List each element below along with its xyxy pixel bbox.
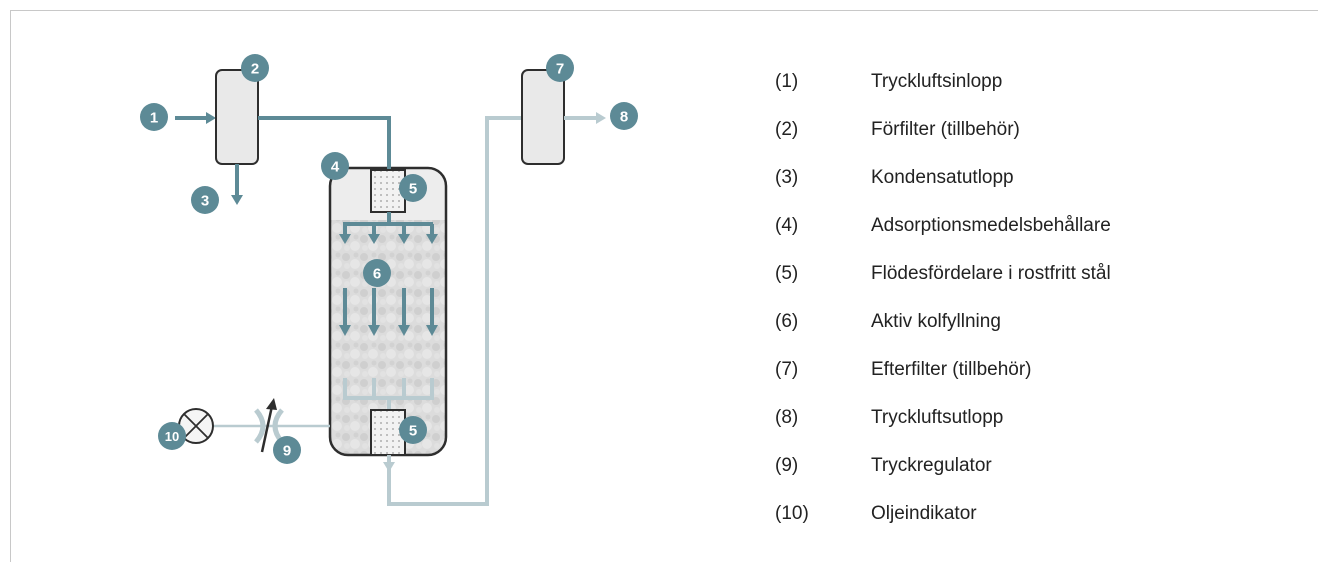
legend-item-label: Tryckluftsutlopp bbox=[871, 407, 1004, 428]
collector-manifold bbox=[343, 378, 434, 410]
legend-item-number: (5) bbox=[775, 263, 799, 284]
legend-item-number: (7) bbox=[775, 359, 799, 380]
legend-item-label: Kondensatutlopp bbox=[871, 167, 1014, 188]
frame-top-border bbox=[10, 10, 1318, 11]
badge-9-label: 9 bbox=[283, 443, 291, 460]
legend-item: (5) Flödesfördelare i rostfritt stål bbox=[775, 250, 1295, 298]
legend-item: (2) Förfilter (tillbehör) bbox=[775, 106, 1295, 154]
legend-item-number: (10) bbox=[775, 503, 809, 524]
legend-item-label: Flödesfördelare i rostfritt stål bbox=[871, 263, 1111, 284]
badge-10-label: 10 bbox=[165, 429, 179, 444]
legend-item-label: Oljeindikator bbox=[871, 503, 977, 524]
distribution-arrowheads bbox=[339, 234, 438, 336]
badge-7: 7 bbox=[546, 54, 574, 82]
prefilter-housing bbox=[215, 69, 259, 165]
badge-3-label: 3 bbox=[201, 193, 209, 210]
badge-2-label: 2 bbox=[251, 61, 259, 78]
badge-6-label: 6 bbox=[373, 266, 381, 283]
vessel-to-afterfilter-pipe bbox=[383, 116, 522, 506]
legend-item: (8) Tryckluftsutlopp bbox=[775, 394, 1295, 442]
legend-item-number: (6) bbox=[775, 311, 799, 332]
afterfilter-housing bbox=[521, 69, 565, 165]
legend-item-label: Aktiv kolfyllning bbox=[871, 311, 1001, 332]
badge-6: 6 bbox=[363, 259, 391, 287]
legend-item-label: Efterfilter (tillbehör) bbox=[871, 359, 1032, 380]
inlet-pipe bbox=[175, 112, 216, 124]
legend-item: (3) Kondensatutlopp bbox=[775, 154, 1295, 202]
legend-item-label: Adsorptionsmedelsbehållare bbox=[871, 215, 1111, 236]
outlet-pipe bbox=[564, 112, 606, 124]
legend-item-number: (9) bbox=[775, 455, 799, 476]
legend-item-number: (8) bbox=[775, 407, 799, 428]
legend-item: (6) Aktiv kolfyllning bbox=[775, 298, 1295, 346]
badge-4-label: 4 bbox=[331, 159, 340, 176]
legend-item-number: (4) bbox=[775, 215, 799, 236]
badge-8-label: 8 bbox=[620, 109, 628, 126]
legend-item-number: (2) bbox=[775, 119, 799, 140]
legend-item: (10) Oljeindikator bbox=[775, 490, 1295, 538]
flow-distributor-bottom bbox=[370, 409, 406, 456]
legend-item: (7) Efterfilter (tillbehör) bbox=[775, 346, 1295, 394]
flow-diagram: 1 2 3 4 5 6 5 7 8 9 10 bbox=[140, 54, 638, 506]
legend-item-number: (1) bbox=[775, 71, 799, 92]
legend-item-label: Förfilter (tillbehör) bbox=[871, 119, 1020, 140]
badge-3: 3 bbox=[191, 186, 219, 214]
badge-10: 10 bbox=[158, 422, 186, 450]
legend-item-label: Tryckregulator bbox=[871, 455, 992, 476]
legend-item: (9) Tryckregulator bbox=[775, 442, 1295, 490]
legend-item: (4) Adsorptionsmedelsbehållare bbox=[775, 202, 1295, 250]
badge-1: 1 bbox=[140, 103, 168, 131]
distribution-arrows bbox=[343, 212, 434, 326]
badge-4: 4 bbox=[321, 152, 349, 180]
legend-item-number: (3) bbox=[775, 167, 799, 188]
badge-9: 9 bbox=[273, 436, 301, 464]
badge-5-bottom: 5 bbox=[399, 416, 427, 444]
badge-8: 8 bbox=[610, 102, 638, 130]
badge-2: 2 bbox=[241, 54, 269, 82]
condensate-outlet-pipe bbox=[231, 164, 243, 205]
legend-item: (1) Tryckluftsinlopp bbox=[775, 58, 1295, 106]
badge-1-label: 1 bbox=[150, 110, 158, 127]
badge-5-bottom-label: 5 bbox=[409, 423, 417, 440]
legend-item-label: Tryckluftsinlopp bbox=[871, 71, 1003, 92]
badge-5-top-label: 5 bbox=[409, 181, 417, 198]
frame-left-border bbox=[10, 10, 11, 562]
legend: (1) Tryckluftsinlopp (2) Förfilter (till… bbox=[775, 58, 1295, 538]
badge-5-top: 5 bbox=[399, 174, 427, 202]
badge-7-label: 7 bbox=[556, 61, 564, 78]
